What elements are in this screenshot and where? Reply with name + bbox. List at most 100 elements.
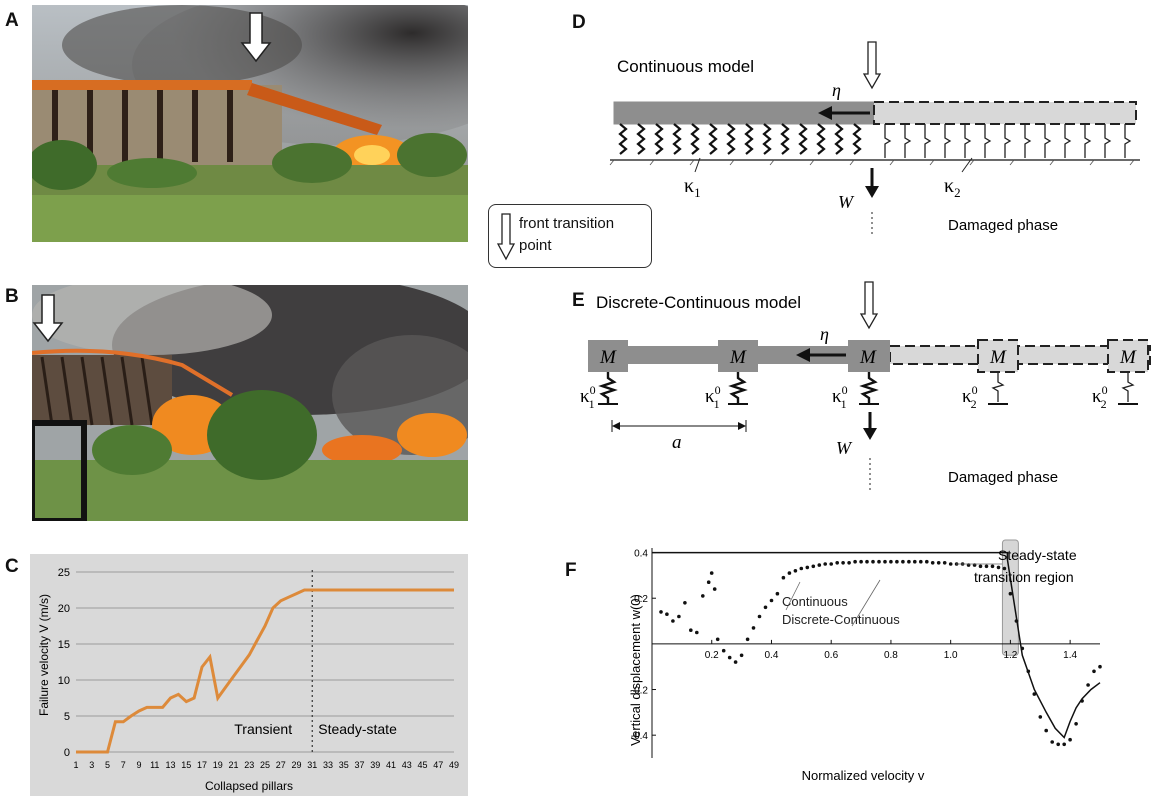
- data-point: [823, 562, 827, 566]
- legend-line-2: point: [519, 237, 552, 254]
- data-point: [757, 614, 762, 619]
- y-tick-label: 5: [64, 711, 70, 723]
- data-point: [859, 559, 863, 564]
- panel-e-title: Discrete-Continuous model: [596, 293, 801, 312]
- y-axis-label: Vertical displacement w(0): [628, 594, 643, 746]
- y-tick-label: 10: [58, 675, 70, 687]
- photo-bridge-fire-a: [32, 5, 468, 242]
- data-point: [930, 561, 935, 565]
- panel-label-e: E: [572, 290, 585, 311]
- mass-block: [848, 340, 890, 372]
- x-tick-label: 17: [197, 760, 207, 770]
- x-tick-label: 1.0: [944, 650, 958, 661]
- panel-e-discrete-model: Discrete-Continuous model M M M M M η κ0…: [580, 281, 1151, 490]
- data-point: [769, 598, 774, 603]
- data-point: [1020, 646, 1025, 651]
- mass-label: M: [599, 347, 617, 368]
- annotation-steady-state: Steady-state: [318, 721, 397, 737]
- data-point: [799, 566, 804, 571]
- data-point: [671, 619, 675, 623]
- data-point: [948, 562, 953, 566]
- data-point: [996, 565, 1001, 570]
- data-point: [1026, 669, 1031, 674]
- data-point: [901, 559, 905, 564]
- data-point: [712, 587, 717, 591]
- y-axis-label: Failure velocity V (m/s): [37, 594, 51, 716]
- x-tick-label: 25: [260, 760, 270, 770]
- series-dots-discrete-continuous: [659, 559, 1102, 747]
- data-point: [787, 571, 792, 575]
- mass-label: M: [729, 347, 747, 368]
- x-tick-label: 29: [291, 760, 301, 770]
- damaged-phase-label: Damaged phase: [948, 217, 1058, 234]
- x-tick-label: 3: [89, 760, 94, 770]
- data-point: [751, 626, 756, 630]
- panel-label-c: C: [5, 556, 19, 577]
- data-point: [659, 610, 663, 614]
- eta-label: η: [832, 80, 841, 100]
- series-line-failure-velocity: [76, 588, 454, 754]
- data-point: [835, 561, 839, 565]
- x-tick-label: 37: [354, 760, 364, 770]
- annotation-continuous: Continuous: [782, 594, 848, 609]
- data-point: [709, 571, 714, 575]
- data-point: [853, 559, 857, 564]
- data-point: [871, 559, 875, 564]
- x-tick-label: 39: [370, 760, 380, 770]
- data-point: [978, 564, 983, 569]
- data-point: [793, 569, 798, 573]
- data-point: [1068, 737, 1072, 742]
- mass-block: [718, 340, 758, 372]
- data-point: [847, 561, 851, 565]
- data-point: [721, 648, 726, 653]
- panel-d-title: Continuous model: [617, 57, 754, 76]
- damaged-beam: [873, 101, 1137, 125]
- data-point: [706, 580, 711, 584]
- panel-label-b: B: [5, 286, 19, 307]
- x-tick-label: 13: [165, 760, 175, 770]
- y-tick-label: 0.2: [634, 594, 648, 605]
- data-point: [689, 628, 693, 632]
- data-point: [1002, 566, 1007, 571]
- x-tick-label: 45: [417, 760, 427, 770]
- data-point: [817, 563, 822, 567]
- data-point: [865, 559, 869, 564]
- x-tick-label: 41: [386, 760, 396, 770]
- data-point: [990, 564, 995, 569]
- mass-block: [1107, 339, 1149, 373]
- data-point: [701, 594, 705, 598]
- mass-label: M: [1119, 347, 1137, 368]
- y-tick-label: 20: [58, 603, 70, 615]
- mass-label: M: [989, 347, 1007, 368]
- data-point: [695, 630, 699, 635]
- x-tick-label: 49: [449, 760, 459, 770]
- eta-label: η: [820, 324, 829, 344]
- data-point: [739, 653, 744, 658]
- data-point: [677, 614, 681, 619]
- data-point: [1074, 722, 1078, 726]
- springs-kappa1: [598, 372, 879, 404]
- data-point: [1050, 740, 1054, 744]
- spacing-label: a: [672, 432, 682, 453]
- data-point: [841, 561, 845, 565]
- data-point: [1098, 664, 1102, 669]
- legend-line-1: front transition: [519, 215, 615, 232]
- data-point: [1056, 742, 1060, 747]
- x-tick-label: 11: [150, 760, 159, 770]
- data-point: [805, 565, 810, 570]
- mass-block: [977, 339, 1019, 373]
- data-point: [1038, 715, 1043, 719]
- x-tick-label: 9: [136, 760, 141, 770]
- springs-kappa2: [884, 124, 1132, 158]
- x-tick-label: 1.2: [1003, 650, 1017, 661]
- data-point: [913, 559, 917, 564]
- data-point: [883, 559, 887, 564]
- panel-label-a: A: [5, 10, 19, 31]
- data-point: [1062, 742, 1066, 747]
- w-label: W: [838, 192, 855, 212]
- data-point: [733, 660, 738, 664]
